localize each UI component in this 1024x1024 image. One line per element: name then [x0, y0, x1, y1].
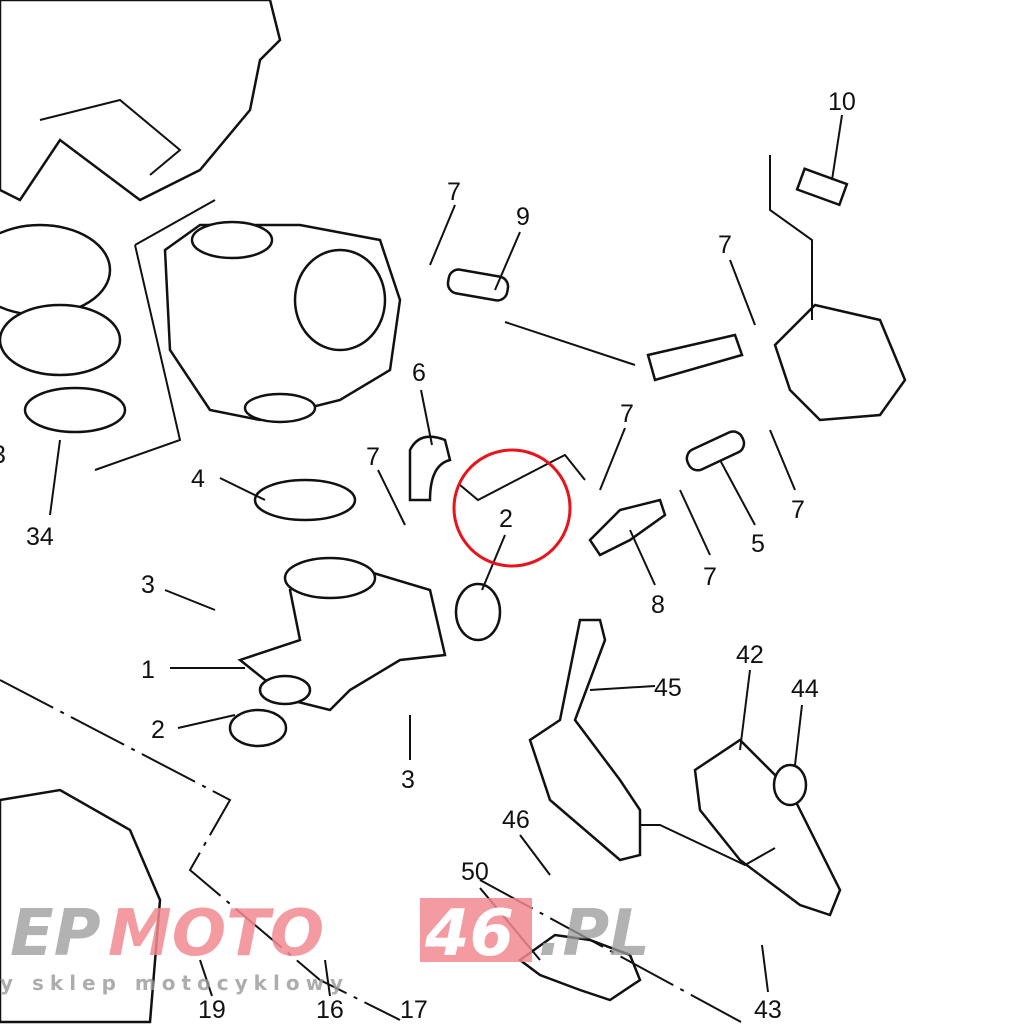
callout-2: 2 [151, 716, 165, 744]
callout-7: 7 [718, 231, 732, 259]
airbox-detail [39, 98, 182, 176]
throttle-bore [293, 248, 387, 352]
callout-5: 5 [751, 530, 765, 558]
joint-8 [588, 498, 667, 557]
callout-9: 9 [516, 203, 530, 231]
highlight-circle [452, 448, 572, 568]
callout-44: 44 [791, 675, 819, 703]
stay-45 [528, 618, 642, 862]
hose-long [646, 333, 744, 382]
intake-boot [0, 223, 112, 317]
hose-6 [408, 435, 452, 502]
leader-hose [504, 321, 636, 366]
watermark-46: 46 [424, 897, 514, 971]
callout-42: 42 [736, 641, 764, 669]
callout-1: 1 [141, 656, 155, 684]
callout-19: 19 [198, 996, 226, 1024]
callout-7: 7 [703, 563, 717, 591]
callout-34: 34 [26, 523, 54, 551]
watermark-moto: MOTO [108, 897, 324, 971]
leader-stays [640, 824, 776, 867]
callout-7: 7 [620, 400, 634, 428]
callout-3: 3 [141, 571, 155, 599]
watermark-ep: EP [10, 897, 101, 971]
callout-16: 16 [316, 996, 344, 1024]
throttle-outlet [243, 392, 317, 424]
intake-boot-ring [0, 303, 122, 377]
callout-6: 6 [412, 359, 426, 387]
callout-3-partial: 3 [0, 441, 6, 469]
callout-17: 17 [400, 996, 428, 1024]
hose-5 [685, 430, 746, 472]
manifold-outlet [258, 674, 312, 706]
callout-2-highlighted: 2 [499, 505, 513, 533]
callout-45: 45 [654, 674, 682, 702]
airbox-housing [0, 0, 282, 202]
clamp-4 [253, 478, 357, 522]
callout-50: 50 [461, 858, 489, 886]
intake-manifold [237, 558, 447, 712]
group-dash-line [0, 679, 401, 1021]
callout-10: 10 [828, 88, 856, 116]
o-ring-2-lower [228, 708, 288, 748]
throttle-body-inlet [190, 220, 274, 260]
group-bracket-left [94, 199, 216, 471]
watermark-badge [420, 898, 532, 962]
callout-4: 4 [191, 465, 205, 493]
crankcase-cover [0, 788, 162, 1024]
callout-7: 7 [447, 178, 461, 206]
clamp-34 [23, 386, 127, 434]
callout-7: 7 [791, 496, 805, 524]
leader-6 [459, 453, 586, 502]
damper-44 [772, 763, 808, 807]
hose-9 [446, 268, 510, 302]
callout-7: 7 [366, 443, 380, 471]
watermark-tld: .PL [538, 897, 650, 971]
o-ring-2 [454, 582, 502, 642]
bolt-10 [795, 167, 849, 207]
callout-46: 46 [502, 806, 530, 834]
air-valve-block [773, 303, 907, 422]
bracket-line-10 [769, 155, 813, 320]
manifold-inlet [283, 556, 377, 600]
stay-42 [693, 738, 842, 917]
watermark-tagline: y sklep motocyklowy [0, 971, 349, 995]
callout-8: 8 [651, 591, 665, 619]
callout-3: 3 [401, 766, 415, 794]
callout-labels: 10 7 9 7 6 7 7 2 4 34 3 1 2 3 8 5 7 7 45… [0, 88, 856, 1024]
callout-43: 43 [754, 996, 782, 1024]
